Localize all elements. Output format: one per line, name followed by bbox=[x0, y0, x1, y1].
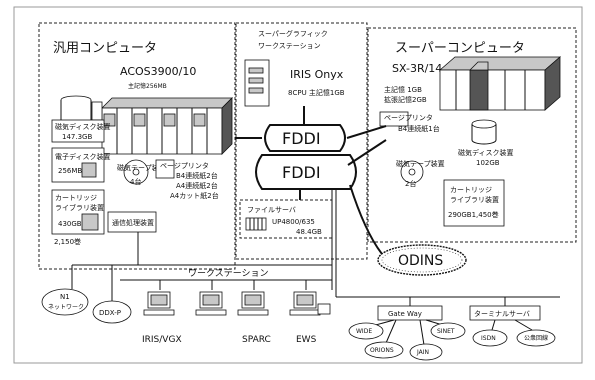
mainframe-comm-label: 通信処理装置 bbox=[112, 218, 154, 227]
mainframe-tape-count: 4台 bbox=[130, 177, 141, 186]
workstation-iris-vgx-icon bbox=[144, 280, 174, 315]
mainframe-printer-label: ページプリンタ bbox=[160, 161, 209, 170]
mainframe-printer-line-1: B4連続紙2台 bbox=[176, 171, 218, 180]
fileserver-title: ファイルサーバ bbox=[247, 206, 296, 214]
link-fddi-odins bbox=[350, 185, 382, 254]
mainframe-magnetic-disk-label: 磁気ディスク装置 bbox=[55, 122, 111, 131]
ws-label-ews: EWS bbox=[296, 335, 317, 345]
mainframe-magnetic-disk-value: 147.3GB bbox=[62, 133, 92, 141]
super-printer-label: ページプリンタ bbox=[384, 113, 433, 122]
super-disk-label: 磁気ディスク装置 bbox=[458, 148, 514, 157]
net-wide: WIDE bbox=[356, 328, 372, 335]
graphics-spec: 8CPU 主記憶1GB bbox=[288, 88, 345, 97]
super-cartridge-label-1: カートリッジ bbox=[450, 186, 492, 194]
cartridge-library-icon bbox=[82, 214, 98, 230]
super-tape-count: 2台 bbox=[405, 179, 416, 188]
mainframe-printer-line-3: A4カット紙2台 bbox=[170, 191, 219, 200]
fddi-1-label: FDDI bbox=[282, 129, 321, 148]
fileserver-model: UP4800/635 bbox=[272, 218, 315, 226]
ddxp-label: DDX-P bbox=[99, 309, 121, 317]
super-disk-icon bbox=[472, 120, 496, 144]
super-memory-2: 拡張記憶2GB bbox=[384, 95, 427, 104]
fileserver-icon bbox=[246, 218, 266, 230]
mainframe-memory: 主記憶256MB bbox=[128, 82, 167, 90]
graphics-model: IRIS Onyx bbox=[290, 68, 344, 81]
mainframe-cartridge-value: 430GB bbox=[58, 220, 82, 228]
workstation-ews-icon bbox=[290, 280, 330, 315]
gateway-label: Gate Way bbox=[388, 310, 422, 318]
super-cartridge-value: 290GB1,450巻 bbox=[448, 210, 499, 219]
ws-lan-label: ワークステーション bbox=[188, 268, 269, 279]
n1-label: N1 bbox=[60, 293, 70, 301]
net-jain: JAIN bbox=[416, 349, 429, 356]
super-section-title: スーパーコンピュータ bbox=[395, 41, 525, 56]
mainframe-cartridge-label-2: ライブラリ装置 bbox=[55, 203, 104, 212]
terminal-server-label: ターミナルサーバ bbox=[474, 309, 530, 318]
electronic-disk-icon bbox=[82, 163, 96, 177]
workstation-sparc-icon bbox=[238, 280, 268, 315]
mainframe-section-title: 汎用コンピュータ bbox=[53, 41, 157, 56]
net-public-line: 公衆回線 bbox=[524, 334, 548, 342]
super-cartridge-label-2: ライブラリ装置 bbox=[450, 195, 499, 204]
workstation-2-icon bbox=[196, 280, 226, 315]
ws-label-sparc: SPARC bbox=[242, 335, 271, 345]
mainframe-electronic-disk-label: 電子ディスク装置 bbox=[55, 152, 111, 161]
graphics-title-2: ワークステーション bbox=[258, 42, 321, 50]
mainframe-electronic-disk-value: 256MB bbox=[58, 167, 82, 175]
super-disk-value: 102GB bbox=[476, 159, 500, 167]
odins-label: ODINS bbox=[398, 253, 443, 269]
net-isdn: ISDN bbox=[481, 335, 496, 342]
net-orions: ORIONS bbox=[370, 347, 394, 354]
iris-onyx-tower-icon bbox=[245, 60, 269, 106]
n1-sub-label: ネットワーク bbox=[48, 304, 84, 311]
super-memory-1: 主記憶 1GB bbox=[384, 85, 422, 94]
super-printer-line-1: B4連続紙1台 bbox=[398, 124, 440, 133]
fddi-2-label: FDDI bbox=[282, 163, 321, 182]
mainframe-cartridge-label-1: カートリッジ bbox=[55, 194, 97, 202]
fileserver-capacity: 48.4GB bbox=[296, 228, 322, 236]
net-sinet: SINET bbox=[437, 328, 455, 335]
mainframe-printer-line-2: A4連続紙2台 bbox=[176, 181, 218, 190]
mainframe-cartridge-count: 2,150巻 bbox=[54, 237, 81, 246]
graphics-title-1: スーパーグラフィック bbox=[258, 29, 328, 38]
ws-label-iris-vgx: IRIS/VGX bbox=[142, 335, 182, 345]
supercomputer-cabinets bbox=[440, 57, 560, 110]
mainframe-cabinets bbox=[102, 98, 232, 154]
mainframe-model: ACOS3900/10 bbox=[120, 65, 196, 78]
super-tape-label: 磁気テープ装置 bbox=[396, 159, 445, 168]
super-model: SX-3R/14 bbox=[392, 62, 442, 75]
